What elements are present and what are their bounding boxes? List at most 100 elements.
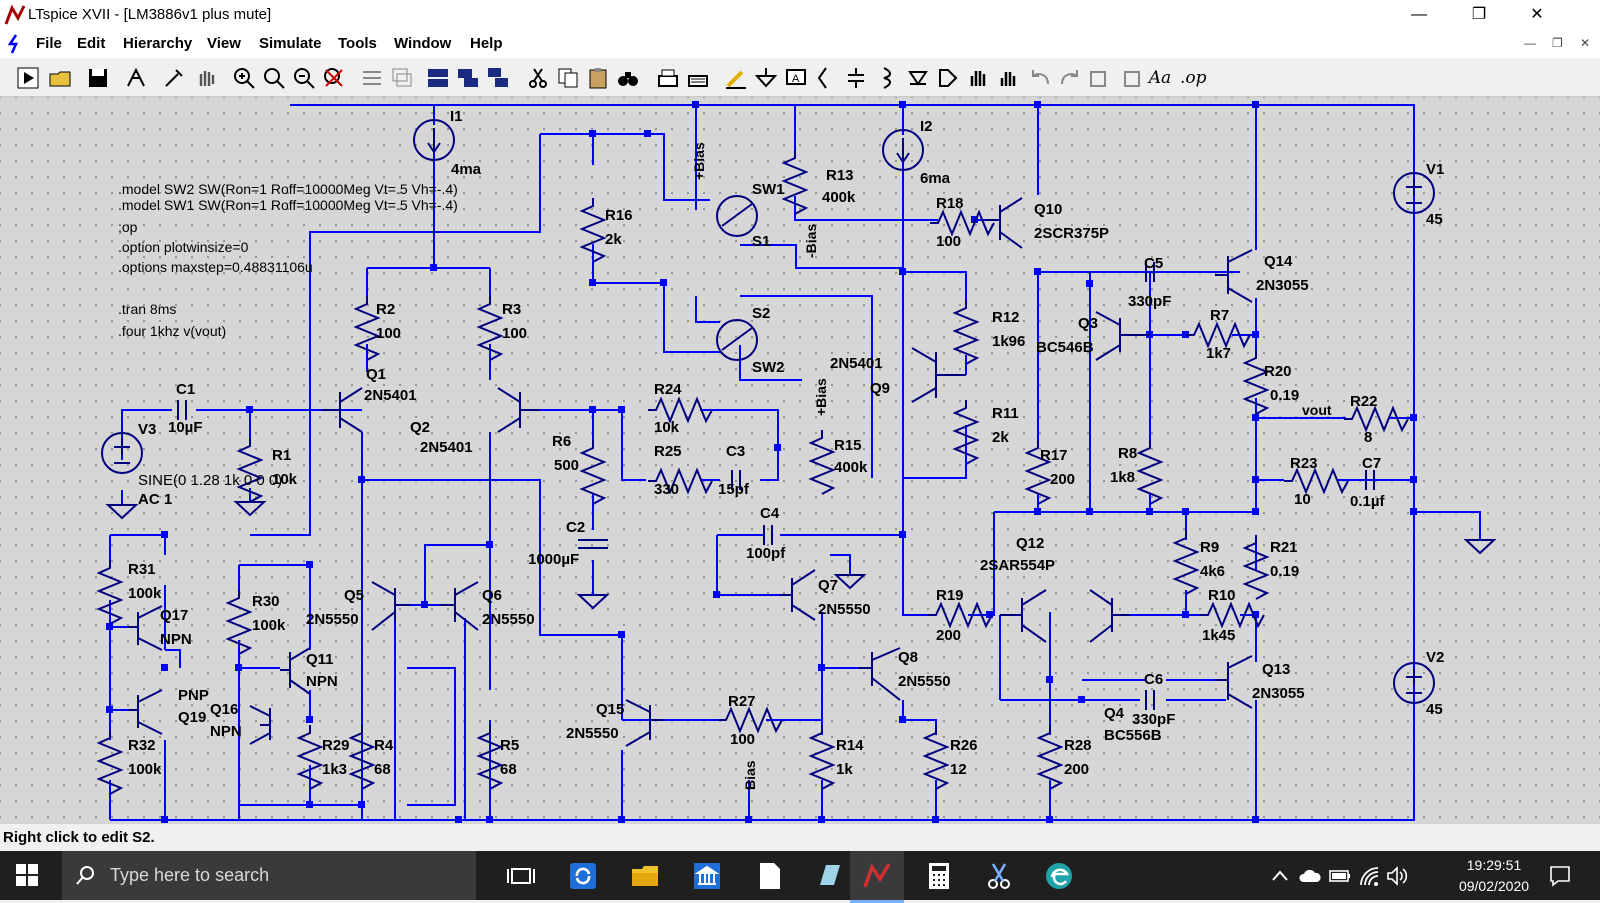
notes-app-icon[interactable] (814, 861, 844, 891)
schematic-canvas[interactable]: .model SW2 SW(Ron=1 Roff=10000Meg Vt=.5 … (0, 97, 1600, 824)
label-Q17[interactable]: Q17 (160, 607, 188, 624)
print-preview-icon[interactable] (686, 66, 710, 90)
cascade-icon[interactable] (390, 66, 414, 90)
value-R7[interactable]: 1k7 (1206, 345, 1231, 362)
net-label-bias[interactable]: Bias (742, 760, 758, 790)
text-tool-icon[interactable]: Aa (1148, 68, 1172, 88)
label-R16[interactable]: R16 (605, 207, 633, 224)
value-Q1[interactable]: 2N5401 (364, 387, 417, 404)
label-Q19[interactable]: Q19 (178, 709, 206, 726)
label-Q16[interactable]: Q16 (210, 701, 238, 718)
value-R11[interactable]: 2k (992, 429, 1009, 446)
label-R23[interactable]: R23 (1290, 455, 1318, 472)
value-I2[interactable]: 6ma (920, 170, 951, 187)
diode-icon[interactable] (906, 66, 930, 90)
value-C6[interactable]: 330pF (1132, 711, 1175, 728)
rotate-icon[interactable] (1088, 66, 1112, 90)
ac-V3[interactable]: AC 1 (138, 491, 172, 508)
tile-vertical-icon[interactable] (456, 66, 480, 90)
value-Q10[interactable]: 2SCR375P (1034, 225, 1109, 242)
label-R10[interactable]: R10 (1208, 587, 1236, 604)
resistor-icon[interactable] (814, 66, 838, 90)
file-explorer-icon[interactable] (630, 861, 660, 891)
label-Q6[interactable]: Q6 (482, 587, 502, 604)
label-R19[interactable]: R19 (936, 587, 964, 604)
label-R12[interactable]: R12 (992, 309, 1020, 326)
value-V2[interactable]: 45 (1426, 701, 1443, 718)
value-R25[interactable]: 330 (654, 481, 679, 498)
value-Q15[interactable]: 2N5550 (566, 725, 619, 742)
label-S2[interactable]: S2 (752, 305, 770, 322)
value-R22[interactable]: 8 (1364, 429, 1372, 446)
menu-edit[interactable]: Edit (77, 35, 106, 52)
label-Q4[interactable]: Q4 (1104, 705, 1125, 722)
value-R17[interactable]: 200 (1050, 471, 1075, 488)
zoom-cancel-icon[interactable] (322, 66, 346, 90)
taskbar-search-box[interactable]: Type here to search (62, 851, 476, 900)
sync-app-icon[interactable] (568, 861, 598, 891)
control-panel-icon[interactable] (124, 66, 148, 90)
cascade-windows-icon[interactable] (486, 66, 510, 90)
value-R27[interactable]: 100 (730, 731, 755, 748)
menu-window[interactable]: Window (394, 35, 452, 52)
label-C3[interactable]: C3 (726, 443, 745, 460)
label-R32[interactable]: R32 (128, 737, 156, 754)
label-Q1[interactable]: Q1 (366, 366, 386, 383)
clock-date[interactable]: 09/02/2020 (1458, 878, 1530, 894)
tile-horizontal-icon[interactable] (426, 66, 450, 90)
value-R29[interactable]: 1k3 (322, 761, 347, 778)
chevron-up-icon[interactable] (1270, 866, 1290, 886)
value-C4[interactable]: 100pf (746, 545, 786, 562)
value-C1[interactable]: 10µF (168, 419, 203, 436)
label-R22[interactable]: R22 (1350, 393, 1378, 410)
find-icon[interactable] (616, 66, 640, 90)
label-Q15[interactable]: Q15 (596, 701, 624, 718)
label-R4[interactable]: R4 (374, 737, 394, 754)
value-R31[interactable]: 100k (128, 585, 162, 602)
label-R21[interactable]: R21 (1270, 539, 1298, 556)
ground-icon[interactable] (754, 66, 778, 90)
label-R3[interactable]: R3 (502, 301, 521, 318)
value-R8[interactable]: 1k8 (1110, 469, 1135, 486)
ltspice-taskbar-button[interactable] (850, 851, 904, 903)
value-Q17[interactable]: NPN (160, 631, 192, 648)
label-Q13[interactable]: Q13 (1262, 661, 1290, 678)
value-V3[interactable]: SINE(0 1.28 1k 0 0 0) (138, 472, 282, 489)
value-R19[interactable]: 200 (936, 627, 961, 644)
cut-icon[interactable] (526, 66, 550, 90)
value-R6[interactable]: 500 (554, 457, 579, 474)
value-R24[interactable]: 10k (654, 419, 680, 436)
value-Q3[interactable]: BC546B (1036, 339, 1094, 356)
mirror-icon[interactable] (1118, 66, 1142, 90)
redo-icon[interactable] (1058, 66, 1082, 90)
label-R15[interactable]: R15 (834, 437, 862, 454)
directive-line[interactable]: .four 1khz v(vout) (118, 323, 226, 339)
maximize-button[interactable]: ❐ (1471, 6, 1487, 23)
value-R15[interactable]: 400k (834, 459, 868, 476)
pan-hand-icon[interactable] (194, 66, 218, 90)
component-icon[interactable] (936, 66, 960, 90)
move-hand-icon[interactable] (966, 66, 990, 90)
value-Q7[interactable]: 2N5550 (818, 601, 871, 618)
menu-help[interactable]: Help (470, 35, 503, 52)
close-button[interactable]: ✕ (1530, 6, 1544, 23)
label-Q8[interactable]: Q8 (898, 649, 918, 666)
label-V3[interactable]: V3 (138, 421, 156, 438)
draw-wire-icon[interactable] (724, 66, 748, 90)
notifications-icon[interactable] (1548, 864, 1572, 888)
label-R13[interactable]: R13 (826, 167, 854, 184)
document-app-icon[interactable] (754, 861, 784, 891)
label-R31[interactable]: R31 (128, 561, 156, 578)
spice-directive-icon[interactable]: .op (1180, 68, 1207, 88)
menu-view[interactable]: View (207, 35, 241, 52)
label-Q5[interactable]: Q5 (344, 587, 364, 604)
value-R2[interactable]: 100 (376, 325, 401, 342)
label-R9[interactable]: R9 (1200, 539, 1219, 556)
label-C7[interactable]: C7 (1362, 455, 1381, 472)
paste-icon[interactable] (586, 66, 610, 90)
directive-line[interactable]: .options maxstep=0.48831106u (118, 259, 313, 275)
value-R21[interactable]: 0.19 (1270, 563, 1299, 580)
value-Q14[interactable]: 2N3055 (1256, 277, 1309, 294)
value-R1[interactable]: 10k (272, 471, 298, 488)
value-R32[interactable]: 100k (128, 761, 162, 778)
